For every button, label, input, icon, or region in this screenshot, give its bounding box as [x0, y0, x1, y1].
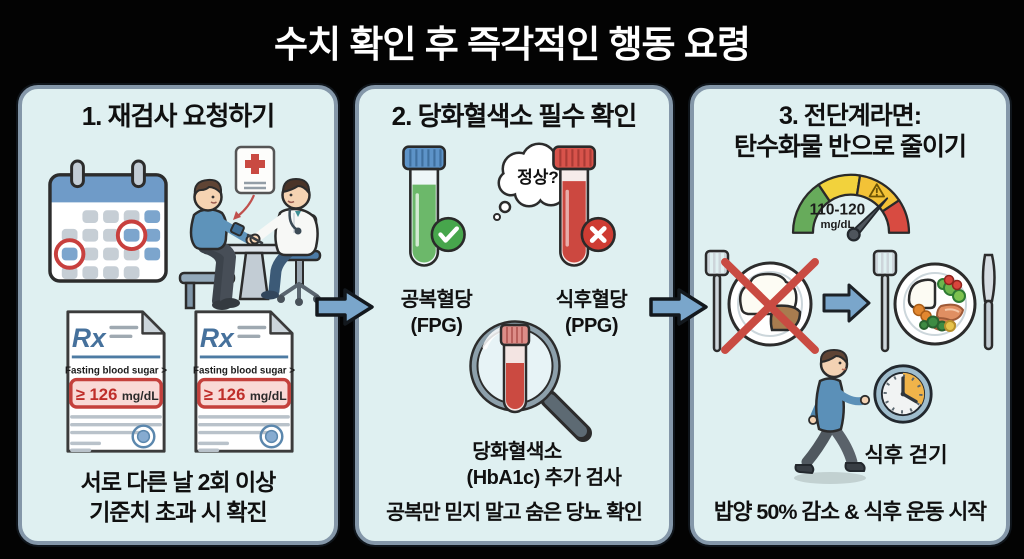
- panel1-caption: 서로 다른 날 2회 이상 기준치 초과 시 확진: [22, 467, 334, 527]
- arrow-right-icon: [822, 283, 871, 323]
- calendar-icon: [48, 159, 168, 283]
- panel-hba1c: 2. 당화혈색소 필수 확인: [355, 85, 673, 545]
- magnifier-tube-icon: [469, 320, 592, 442]
- rx-document-icon: Rx Fasting blood sugar > ≥ 126 mg/dL: [193, 310, 295, 453]
- fork-icon: [704, 249, 730, 353]
- page-title: 수치 확인 후 즉각적인 행동 요령: [274, 24, 751, 65]
- doctor-patient-icon: [178, 145, 322, 310]
- thought-bubble-text: 정상?: [517, 168, 559, 187]
- gauge-value-text: 110-120: [810, 202, 866, 219]
- panel-retest: 1. 재검사 요청하기: [18, 85, 338, 545]
- clock-icon: [873, 364, 933, 424]
- panel3-caption: 밥양 50% 감소 & 식후 운동 시작: [713, 500, 987, 524]
- red-x-icon: [721, 258, 819, 354]
- hba1c-sub-label: (HbA1c) 추가 검사: [466, 467, 622, 489]
- panel3-heading-line1: 3. 전단계라면:: [778, 102, 922, 130]
- postmeal-glucose-tube-icon: [552, 145, 616, 267]
- panel1-caption-line2: 기준치 초과 시 확진: [89, 499, 267, 525]
- rx-value-text: ≥ 126: [76, 385, 118, 404]
- meal-comparison-icon: [704, 249, 996, 354]
- warning-triangle-icon: [868, 183, 885, 198]
- postmeal-glucose-abbr: (PPG): [564, 315, 619, 337]
- panel1-heading: 1. 재검사 요청하기: [81, 101, 276, 131]
- postmeal-glucose-name: 식후혈당: [555, 289, 628, 311]
- postmeal-glucose-label: 식후혈당 (PPG): [519, 287, 664, 339]
- walk-label: 식후 걷기: [864, 444, 948, 467]
- walking-person-icon: [794, 348, 871, 484]
- rx-caption-text: Fasting blood sugar >: [65, 366, 167, 377]
- panel-connector-arrow-icon: [649, 288, 708, 326]
- gauge-unit-text: mg/dL: [820, 219, 854, 231]
- circled-date-icon: [53, 238, 86, 270]
- rx-value-text: ≥ 126: [204, 385, 246, 404]
- balanced-plate-icon: [893, 262, 977, 346]
- fasting-glucose-label: 공복혈당 (FPG): [364, 287, 509, 339]
- panel-connector-arrow-icon: [315, 288, 374, 326]
- panel1-caption-line1: 서로 다른 날 2회 이상: [80, 469, 277, 495]
- check-badge-icon: [430, 216, 466, 253]
- rx-symbol: Rx: [200, 323, 235, 353]
- rx-document-icon: Rx Fasting blood sugar > ≥ 126 mg/dL: [65, 310, 167, 453]
- fasting-glucose-abbr: (FPG): [410, 315, 463, 337]
- glucose-gauge-icon: 110-120 mg/dL: [791, 173, 911, 242]
- fasting-glucose-tube-icon: [402, 145, 466, 267]
- rx-unit-text: mg/dL: [250, 389, 287, 403]
- fork-icon: [872, 249, 898, 353]
- knife-icon: [981, 253, 996, 351]
- rx-symbol: Rx: [72, 323, 107, 353]
- rice-plate-crossed-icon: [721, 258, 819, 354]
- fasting-glucose-name: 공복혈당: [400, 289, 473, 311]
- panel3-heading: 3. 전단계라면: 탄수화물 반으로 줄이기: [694, 101, 1006, 163]
- circled-date-icon: [115, 219, 148, 252]
- hba1c-label: 당화혈색소: [472, 441, 562, 463]
- panel2-heading: 2. 당화혈색소 필수 확인: [391, 101, 638, 131]
- panel3-heading-line2: 탄수화물 반으로 줄이기: [734, 133, 967, 161]
- panel2-caption: 공복만 믿지 말고 숨은 당뇨 확인: [386, 501, 643, 524]
- calendar-dates: [61, 210, 161, 280]
- rx-unit-text: mg/dL: [122, 389, 159, 403]
- rx-caption-text: Fasting blood sugar >: [193, 366, 295, 377]
- panel-prediabetes: 3. 전단계라면: 탄수화물 반으로 줄이기 110-120 mg/dL: [690, 85, 1010, 545]
